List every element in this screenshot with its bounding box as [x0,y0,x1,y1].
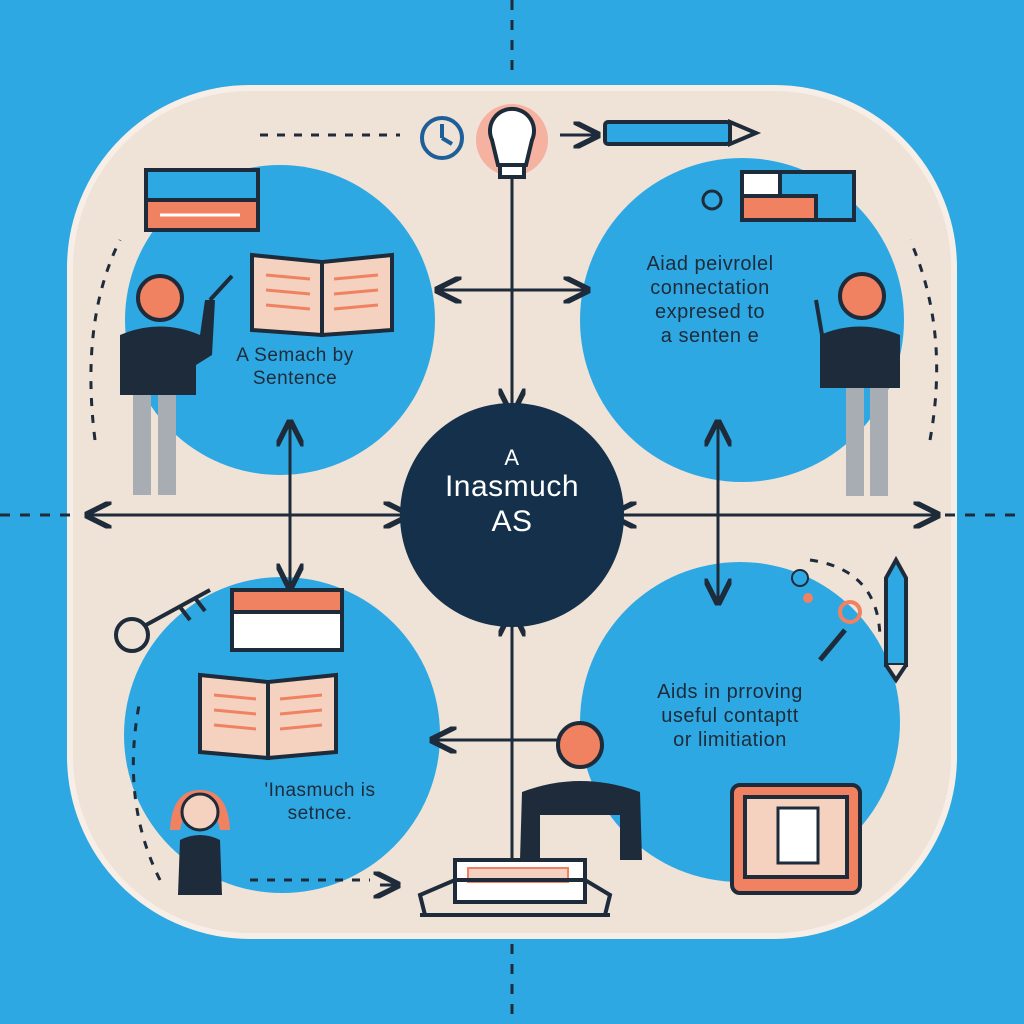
book-stack-icon [144,168,260,232]
clock-icon [420,116,464,160]
quadrant-label-line: Aiad peivrolel [646,253,774,275]
quadrant-label-line: connectation [650,277,770,299]
quadrant-label-bottom-left: 'Inasmuch is setnce. [240,780,400,826]
quadrant-label-line: a senten e [660,325,760,347]
central-hub [400,403,624,627]
quadrant-label-top-left: A Semach by Sentence [210,345,380,391]
quadrant-label-line: setnce. [287,802,353,824]
quadrant-label-top-right: Aiad peivrolel connectation expresed to … [610,252,810,348]
center-label-line: AS [491,504,533,538]
pencil-icon [884,555,908,684]
quadrant-label-line: 'Inasmuch is [264,780,376,801]
person-icon [120,274,234,495]
quadrant-label-line: or limitiation [673,729,787,751]
screen-icon [730,783,862,895]
open-book-icon [250,252,394,338]
open-book-icon [198,672,338,761]
quadrant-circle-top-right [580,158,904,482]
quadrant-label-line: Aids in prroving [657,681,803,703]
quadrant-label-bottom-right: Aids in prroving useful contaptt or limi… [615,680,845,752]
pen-icon [603,118,762,148]
quadrant-label-line: expresed to [654,301,765,323]
key-icon [114,588,211,653]
laptop-icon [417,858,613,917]
quadrant-label-line: A Semach by [236,345,354,366]
lightbulb-icon [476,104,548,179]
person-icon [814,272,900,496]
center-label-line: Inasmuch [444,470,580,504]
quadrant-label-line: useful contaptt [661,705,799,727]
center-label: A Inasmuch AS [412,445,612,539]
cards-icon [230,588,344,652]
dashed-guides [89,133,939,882]
center-label-line: A [504,445,520,470]
connector-arrows [90,135,935,890]
person-icon [170,790,230,895]
cards-icon [701,170,856,222]
quadrant-label-line: Sentence [252,367,338,389]
person-icon [520,721,642,860]
sparkle-icon [791,569,862,662]
